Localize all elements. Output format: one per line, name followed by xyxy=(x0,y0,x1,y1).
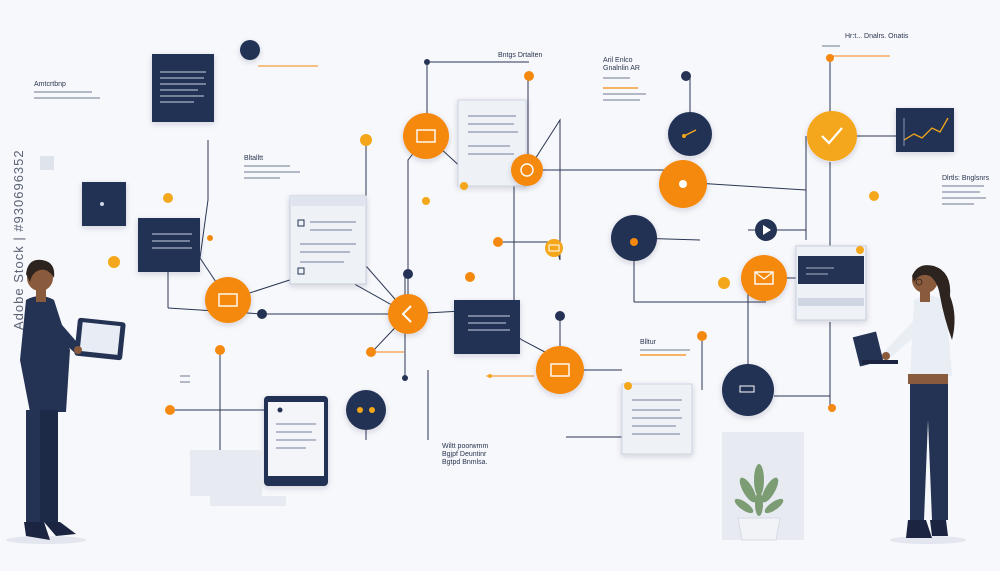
doc-card-bottom-right xyxy=(621,383,693,455)
mail-icon xyxy=(416,129,436,143)
tablet-card-bottom xyxy=(264,396,328,486)
laptop xyxy=(852,331,884,367)
label-bottom-center-2: Bgjpf Deuntinr xyxy=(442,451,487,458)
document-icon xyxy=(550,363,570,377)
label-right-side: Dlrtls: Bnglsnrs xyxy=(942,175,990,182)
chevron-left-icon xyxy=(401,305,412,323)
label-center-right: Blltur xyxy=(640,339,657,346)
video-icon xyxy=(548,244,560,252)
dots-icon xyxy=(357,407,363,413)
small-square-left xyxy=(40,156,54,170)
node-dots-navy xyxy=(346,390,386,430)
screen-card-left-small xyxy=(82,182,126,226)
node-chevron xyxy=(388,294,428,334)
gear-icon xyxy=(520,163,534,177)
doc-card-top-left xyxy=(152,54,214,122)
dollar-icon xyxy=(679,180,687,188)
screen-card-right xyxy=(795,245,867,321)
label-top-left: Amtcrtbnp xyxy=(34,81,66,88)
label-bottom-center-1: Wiltt poorwmm xyxy=(442,443,488,450)
image-icon xyxy=(218,293,238,307)
node-navy-bottom xyxy=(722,364,774,416)
label-top-center: Bntgs Drtalten xyxy=(498,52,542,59)
label-left-mid: Bltalltt xyxy=(244,155,263,162)
doc-card-center-left xyxy=(289,195,367,285)
panel-bottom-left xyxy=(190,450,262,496)
person-left-with-tablet xyxy=(6,259,126,544)
node-play xyxy=(755,219,777,241)
label-top-mid-2: Gnalnlin AR xyxy=(603,65,640,72)
node-image xyxy=(205,277,251,323)
chart-card-top-right xyxy=(896,108,954,152)
check-icon xyxy=(821,127,843,145)
label-top-mid-1: Aril Enlco xyxy=(603,57,633,64)
node-navy-mid xyxy=(611,215,657,261)
doc-card-center xyxy=(454,300,520,354)
node-video xyxy=(545,239,563,257)
label-bottom-center-3: Bgtpd Bnmlsa. xyxy=(442,459,488,466)
node-check xyxy=(807,111,857,161)
node-mail-right xyxy=(741,255,787,301)
watermark-text: Adobe Stock | #930696352 xyxy=(11,149,26,330)
label-top-right: Hr:t... Dnalrs. Onatis xyxy=(845,33,909,40)
node-gear xyxy=(511,154,543,186)
panel-bottom-left-strip xyxy=(210,496,286,506)
node-mail xyxy=(403,113,449,159)
person-right-with-laptop xyxy=(852,265,966,544)
text-placeholder-lines xyxy=(34,45,986,383)
play-icon xyxy=(763,225,771,235)
node-document xyxy=(536,346,584,394)
node-navy-top xyxy=(668,112,712,156)
plant-illustration xyxy=(734,464,784,541)
connector-lines xyxy=(167,58,900,450)
tablet-screen xyxy=(79,322,121,355)
doc-card-left-mid xyxy=(138,218,200,272)
node-amber-mid xyxy=(659,160,707,208)
text-placeholder-accent xyxy=(603,87,686,356)
accent-lines xyxy=(258,55,890,377)
